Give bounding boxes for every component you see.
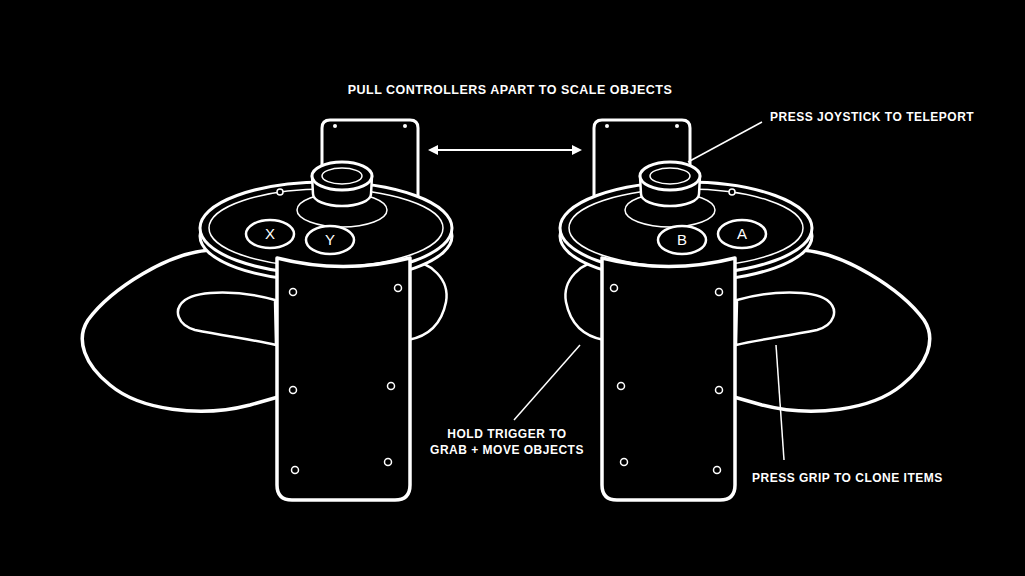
leader-line bbox=[776, 345, 784, 460]
button-letter: B bbox=[677, 230, 687, 250]
callout-label: HOLD TRIGGER TO GRAB + MOVE OBJECTS bbox=[429, 426, 586, 458]
leader-line bbox=[514, 345, 580, 420]
leader-line bbox=[688, 122, 762, 162]
callout-label: PRESS JOYSTICK TO TELEPORT bbox=[770, 109, 974, 125]
scale-arrow bbox=[436, 149, 574, 151]
instruction-label: PULL CONTROLLERS APART TO SCALE OBJECTS bbox=[348, 82, 673, 99]
button-letter: A bbox=[737, 224, 747, 244]
arrow-head bbox=[572, 145, 582, 155]
button-letter: X bbox=[265, 224, 275, 244]
button-letter: Y bbox=[325, 230, 335, 250]
left-controller bbox=[82, 120, 452, 500]
arrow-head bbox=[428, 145, 438, 155]
right-controller bbox=[560, 120, 930, 500]
callout-label: PRESS GRIP TO CLONE ITEMS bbox=[752, 470, 943, 486]
